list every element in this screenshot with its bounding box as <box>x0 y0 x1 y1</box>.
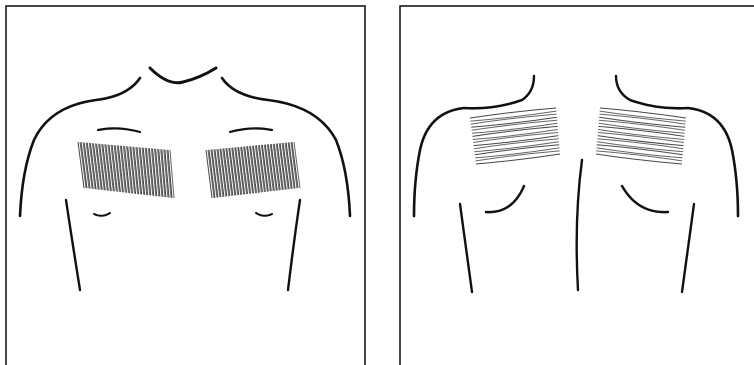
front-left-nipple <box>94 213 110 216</box>
front-right-chest-shading <box>206 142 300 198</box>
front-panel-frame <box>6 6 365 365</box>
back-right-neck <box>616 76 630 100</box>
back-left-upper-back-shading <box>470 108 560 164</box>
back-right-scapula <box>622 186 668 212</box>
back-view-panel <box>384 0 754 365</box>
back-right-flank <box>682 204 694 292</box>
front-view-drawing <box>0 0 380 365</box>
front-left-clavicle <box>98 128 140 132</box>
back-left-flank <box>460 204 472 292</box>
back-panel-frame <box>400 6 754 365</box>
back-spine <box>577 160 582 290</box>
front-left-flank <box>66 200 80 290</box>
front-view-panel <box>0 0 380 365</box>
front-right-nipple <box>256 213 272 216</box>
front-neckline <box>150 68 216 83</box>
front-right-clavicle <box>230 128 272 132</box>
front-right-flank <box>288 200 300 290</box>
front-left-chest-shading <box>78 142 174 198</box>
back-left-neck <box>522 76 534 100</box>
back-left-scapula <box>486 186 524 212</box>
back-right-upper-back-shading <box>596 108 686 164</box>
back-view-drawing <box>384 0 754 365</box>
